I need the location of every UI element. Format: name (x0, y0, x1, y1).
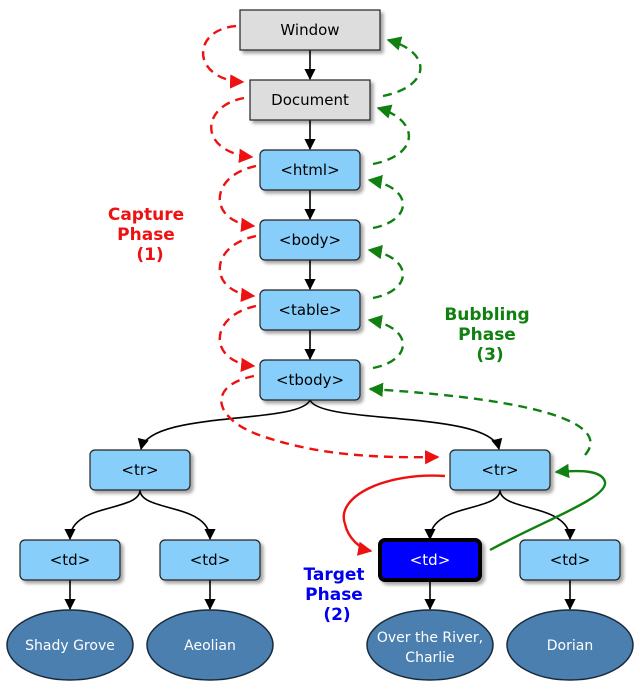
node-td-target-label: <td> (410, 551, 451, 569)
node-table-label: <table> (278, 301, 341, 319)
leaf-over-the-river-line2: Charlie (405, 650, 454, 666)
target-phase-line2: Phase (305, 585, 363, 605)
target-capture-arrow (342, 474, 446, 556)
tree-connectors (64, 50, 576, 611)
node-window-label: Window (280, 21, 339, 39)
node-td-2-label: <td> (190, 551, 231, 569)
leaf-aeolian: Aeolian (146, 609, 274, 681)
target-phase-label: Target Phase (2) (303, 565, 364, 625)
leaf-dorian-label: Dorian (547, 638, 593, 654)
node-tr-right-label: <tr> (481, 461, 518, 479)
target-bubbling-arrow (489, 463, 607, 552)
capture-arrows (201, 24, 440, 465)
node-tbody-label: <tbody> (276, 371, 344, 389)
node-document-label: Document (271, 91, 349, 109)
capture-phase-line3: (1) (136, 245, 163, 265)
capture-phase-line1: Capture (108, 205, 184, 225)
leaf-shady-grove-label: Shady Grove (25, 638, 115, 654)
bubbling-arrows (367, 36, 592, 456)
node-td-1-label: <td> (50, 551, 91, 569)
node-body: <body> (259, 219, 361, 261)
node-html-label: <html> (280, 161, 339, 179)
leaf-over-the-river: Over the River, Charlie (366, 609, 494, 681)
leaf-dorian: Dorian (506, 609, 634, 681)
node-body-label: <body> (279, 231, 341, 249)
bubbling-phase-line2: Phase (458, 325, 516, 345)
node-window: Window (239, 9, 381, 51)
node-html: <html> (259, 149, 361, 191)
leaf-shady-grove: Shady Grove (6, 609, 134, 681)
node-tr-left: <tr> (89, 449, 191, 491)
leaf-over-the-river-line1: Over the River, (377, 630, 483, 646)
node-td-2: <td> (159, 539, 261, 581)
node-tr-right: <tr> (449, 449, 551, 491)
node-document: Document (249, 79, 371, 121)
leaf-aeolian-label: Aeolian (184, 638, 236, 654)
node-td-target: <td> (378, 538, 482, 582)
bubbling-phase-line1: Bubbling (444, 305, 529, 325)
capture-phase-line2: Phase (117, 225, 175, 245)
bubbling-phase-label: Bubbling Phase (3) (444, 305, 529, 365)
node-tbody: <tbody> (259, 359, 361, 401)
node-td-4: <td> (519, 539, 621, 581)
capture-phase-label: Capture Phase (1) (108, 205, 184, 265)
node-td-4-label: <td> (550, 551, 591, 569)
node-td-1: <td> (19, 539, 121, 581)
node-table: <table> (259, 289, 361, 331)
bubbling-phase-line3: (3) (476, 345, 503, 365)
node-tr-left-label: <tr> (121, 461, 158, 479)
target-phase-line1: Target (303, 565, 364, 585)
target-phase-line3: (2) (323, 605, 350, 625)
